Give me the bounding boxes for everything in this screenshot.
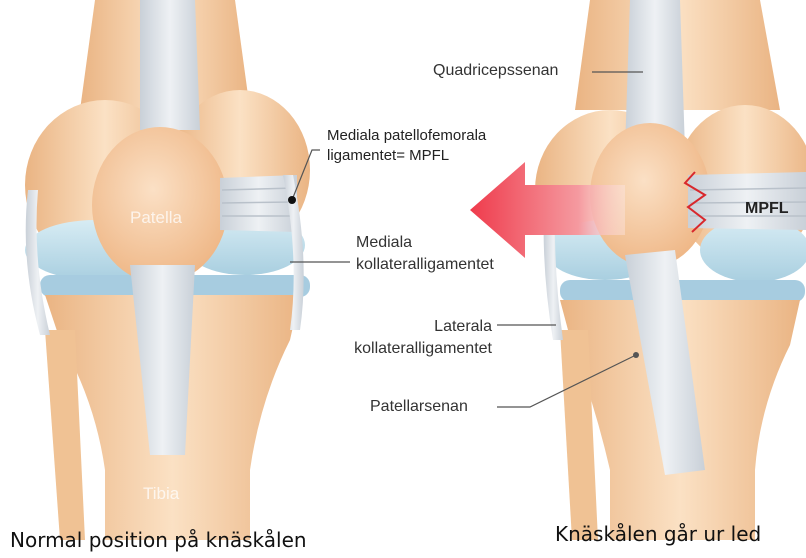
right-knee [535, 0, 806, 540]
patella-label: Patella [130, 208, 182, 228]
caption-right: Knäskålen går ur led [555, 522, 761, 546]
medial-collateral-label: Mediala kollateralligamentet [356, 232, 494, 276]
left-knee [25, 0, 310, 540]
mpfl-short-label: MPFL [745, 200, 789, 218]
lateral-collateral-label: Laterala kollateralligamentet [315, 316, 492, 360]
mpfl-label-line1: Mediala patellofemorala [327, 126, 486, 146]
left-patella [92, 127, 228, 283]
mpfl-label: Mediala patellofemorala ligamentet= MPFL [327, 126, 486, 166]
quadriceps-tendon-label: Quadricepssenan [433, 62, 558, 80]
tibia-label: Tibia [143, 484, 179, 504]
patellar-tendon-label: Patellarsenan [370, 398, 468, 416]
mpfl-label-line2: ligamentet= MPFL [327, 146, 486, 166]
lateral-collateral-label-line2: kollateralligamentet [315, 338, 492, 360]
right-meniscus [560, 280, 805, 302]
caption-left: Normal position på knäskålen [10, 528, 307, 552]
left-quadriceps-tendon [140, 0, 200, 130]
mpfl-marker-dot [288, 196, 296, 204]
medial-collateral-label-line2: kollateralligamentet [356, 254, 494, 276]
medial-collateral-label-line1: Mediala [356, 232, 494, 254]
patellar-marker-dot [633, 352, 639, 358]
lateral-collateral-label-line1: Laterala [315, 316, 492, 338]
